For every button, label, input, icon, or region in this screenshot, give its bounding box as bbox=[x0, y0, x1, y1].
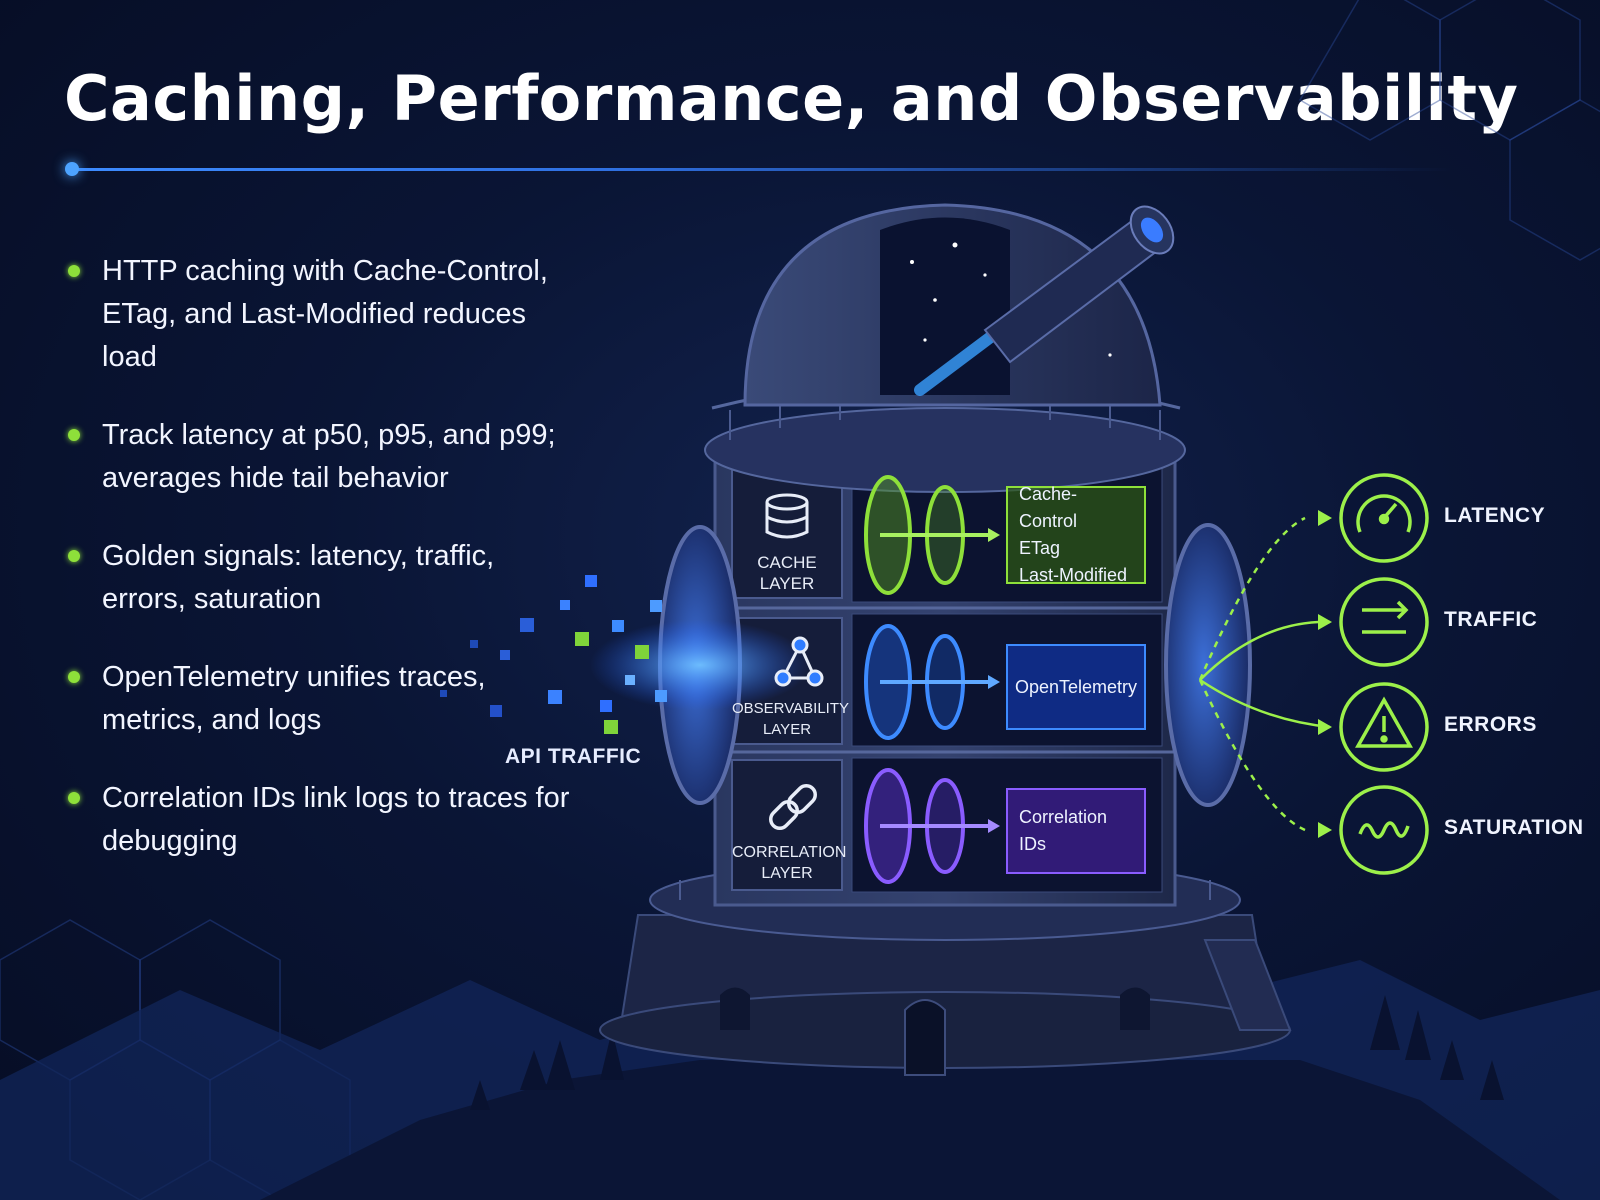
api-traffic-label: API TRAFFIC bbox=[505, 745, 642, 768]
network-graph-icon bbox=[774, 636, 824, 687]
signal-flow-lines bbox=[1198, 516, 1331, 832]
input-beam-glow bbox=[590, 620, 810, 710]
stars bbox=[910, 242, 1112, 357]
layer-panel-correlation bbox=[731, 759, 843, 891]
base-door bbox=[904, 999, 946, 1076]
api-traffic-particles bbox=[440, 575, 667, 734]
bullet-item: Golden signals: latency, traffic, errors… bbox=[66, 535, 586, 621]
signal-label-saturation: SATURATION bbox=[1444, 816, 1584, 839]
layer-label-observability: OBSERVABILITY LAYER bbox=[732, 700, 849, 738]
page-title: Caching, Performance, and Observability bbox=[64, 62, 1519, 135]
wave-icon bbox=[1358, 821, 1410, 839]
cache-item: ETag bbox=[1019, 538, 1061, 558]
telescope bbox=[983, 205, 1175, 364]
side-stairs bbox=[1203, 939, 1292, 1031]
warning-icon bbox=[1355, 696, 1413, 748]
telescope-glow bbox=[914, 324, 1006, 396]
arrows-icon-ring bbox=[1339, 577, 1429, 667]
signal-label-latency: LATENCY bbox=[1444, 504, 1546, 527]
base-arch-left bbox=[720, 987, 750, 1030]
cache-items: Cache-Control ETag Last-Modified bbox=[1007, 484, 1145, 585]
cache-item: Cache-Control bbox=[1019, 484, 1078, 531]
database-icon bbox=[765, 493, 809, 539]
layer-label-cache: CACHE LAYER bbox=[757, 553, 817, 593]
signal-label-traffic: TRAFFIC bbox=[1444, 608, 1538, 631]
signal-label-errors: ERRORS bbox=[1444, 713, 1537, 736]
observability-items-box bbox=[1006, 644, 1146, 730]
correlation-items-box bbox=[1006, 788, 1146, 874]
cache-items-box bbox=[1006, 486, 1146, 584]
title-underline bbox=[72, 168, 1452, 171]
flow-arrowheads bbox=[1318, 510, 1332, 838]
arrows-icon bbox=[1362, 600, 1409, 634]
bullet-item: OpenTelemetry unifies traces, metrics, a… bbox=[66, 656, 586, 742]
layer-label-correlation: CORRELATION LAYER bbox=[732, 844, 847, 882]
observability-item: OpenTelemetry bbox=[1014, 676, 1138, 697]
output-lens bbox=[1164, 523, 1252, 807]
upper-balcony bbox=[704, 407, 1186, 493]
hill-front bbox=[260, 1060, 1560, 1200]
hexagon-pattern-top-right bbox=[1298, 0, 1600, 261]
base-arch-right bbox=[1120, 987, 1150, 1030]
bullet-list: HTTP caching with Cache-Control, ETag, a… bbox=[66, 250, 586, 898]
observability-items: OpenTelemetry bbox=[1007, 645, 1145, 729]
observability-filter-lenses bbox=[864, 624, 1000, 740]
layer-panel-cache bbox=[731, 467, 843, 599]
bullet-item: Track latency at p50, p95, and p99; aver… bbox=[66, 414, 586, 500]
cache-filter-lenses bbox=[864, 475, 1000, 595]
pine-trees bbox=[470, 995, 1504, 1110]
correlation-items: Correlation IDs bbox=[1007, 789, 1145, 873]
cache-item: Last-Modified bbox=[1019, 565, 1128, 585]
bullet-item: HTTP caching with Cache-Control, ETag, a… bbox=[66, 250, 586, 379]
title-underline-dot bbox=[65, 162, 79, 176]
correlation-item: Correlation IDs bbox=[1019, 807, 1108, 854]
chain-link-icon bbox=[769, 784, 817, 830]
bullet-item: Correlation IDs link logs to traces for … bbox=[66, 777, 586, 863]
gauge-icon bbox=[1356, 494, 1412, 533]
correlation-filter-lenses bbox=[864, 768, 1000, 884]
